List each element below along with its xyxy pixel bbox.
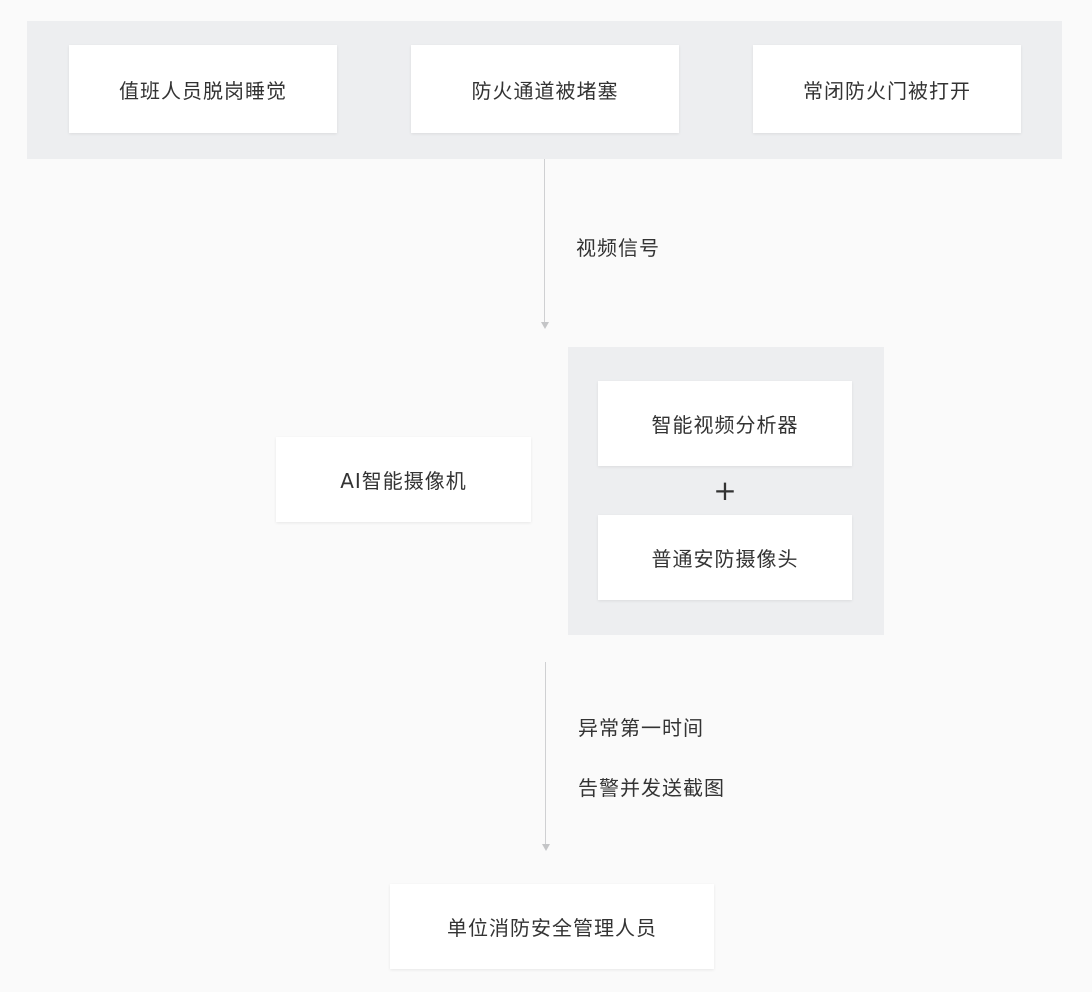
arrow-down-icon xyxy=(541,322,549,329)
ai-camera-label: AI智能摄像机 xyxy=(340,469,467,493)
component-label: 普通安防摄像头 xyxy=(651,547,799,571)
scenario-label: 防火通道被堵塞 xyxy=(471,78,619,103)
scenario-label: 值班人员脱岗睡觉 xyxy=(119,78,287,103)
scenario-card-staff-absent: 值班人员脱岗睡觉 xyxy=(69,45,337,133)
ai-camera-card: AI智能摄像机 xyxy=(276,437,531,522)
recipient-card: 单位消防安全管理人员 xyxy=(390,884,714,969)
scenario-card-fire-passage-blocked: 防火通道被堵塞 xyxy=(411,45,679,133)
scenario-label: 常闭防火门被打开 xyxy=(803,78,971,103)
component-card-video-analyzer: 智能视频分析器 xyxy=(598,381,852,466)
component-label: 智能视频分析器 xyxy=(651,413,799,437)
edge-label-video-signal: 视频信号 xyxy=(576,236,660,260)
connector-alert xyxy=(545,662,546,844)
plus-icon: + xyxy=(713,474,737,507)
recipient-label: 单位消防安全管理人员 xyxy=(447,916,657,940)
component-card-security-camera: 普通安防摄像头 xyxy=(598,515,852,600)
arrow-down-icon xyxy=(542,844,550,851)
connector-video-signal xyxy=(544,159,545,322)
edge-label-alert-line1: 异常第一时间 xyxy=(578,716,704,740)
edge-label-alert-line2: 告警并发送截图 xyxy=(578,776,725,800)
scenario-card-fire-door-opened: 常闭防火门被打开 xyxy=(753,45,1021,133)
